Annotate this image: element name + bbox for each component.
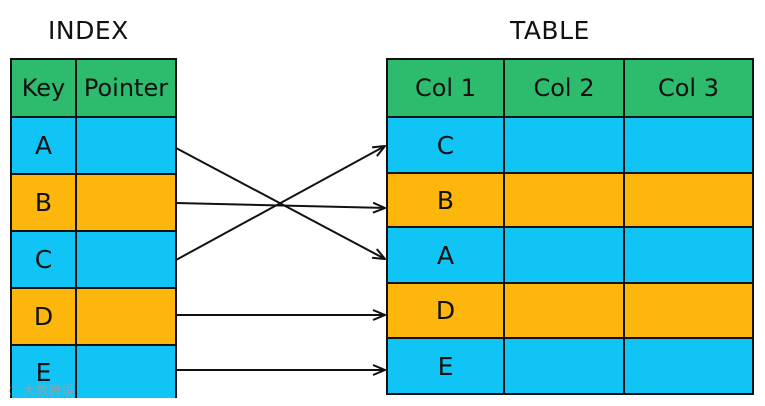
table-cell-empty — [625, 284, 752, 337]
table-row-4: D — [388, 284, 752, 339]
index-title: INDEX — [48, 16, 129, 45]
table-cell-value: A — [388, 228, 505, 282]
table-cell-empty — [505, 118, 625, 172]
table-cell-value: D — [388, 284, 505, 337]
index-row-e: E — [12, 346, 175, 398]
table-header-col3: Col 3 — [657, 74, 719, 102]
table-cell-empty — [505, 228, 625, 282]
index-row-d: D — [12, 289, 175, 346]
index-key: D — [12, 289, 77, 344]
table-title: TABLE — [510, 16, 590, 45]
table-row-5: E — [388, 339, 752, 393]
index-row-a: A — [12, 118, 175, 175]
table-cell-empty — [505, 284, 625, 337]
index-header-pointer: Pointer — [83, 74, 169, 102]
index-pointer-cell — [77, 346, 175, 398]
table-cell-value: E — [388, 339, 505, 393]
pointer-arrow-b — [175, 203, 385, 208]
table-header-col2: Col 2 — [505, 60, 625, 116]
index-row-c: C — [12, 232, 175, 289]
index-pointer-cell — [77, 289, 175, 344]
watermark: ◌ 大数跨境 — [8, 380, 75, 400]
index-grid: Key Pointer A B C D E — [10, 58, 177, 398]
table-grid: Col 1 Col 2 Col 3 C B A D E — [386, 58, 754, 395]
table-cell-empty — [625, 118, 752, 172]
watermark-text: 大数跨境 — [22, 384, 75, 399]
table-cell-empty — [625, 228, 752, 282]
index-row-b: B — [12, 175, 175, 232]
table-row-3: A — [388, 228, 752, 284]
index-header-row: Key Pointer — [12, 60, 175, 118]
index-header-key: Key — [12, 60, 77, 116]
table-row-2: B — [388, 174, 752, 228]
table-cell-empty — [625, 174, 752, 226]
logo-icon: ◌ — [8, 382, 19, 397]
index-pointer-cell — [77, 175, 175, 230]
table-cell-value: C — [388, 118, 505, 172]
index-pointer-cell — [77, 232, 175, 287]
table-row-1: C — [388, 118, 752, 174]
index-key: E — [12, 346, 77, 398]
table-cell-value: B — [388, 174, 505, 226]
table-cell-empty — [505, 339, 625, 393]
table-cell-empty — [505, 174, 625, 226]
index-pointer-cell — [77, 118, 175, 173]
table-header-row: Col 1 Col 2 Col 3 — [388, 60, 752, 118]
index-key: A — [12, 118, 77, 173]
table-cell-empty — [625, 339, 752, 393]
table-header-col1: Col 1 — [388, 60, 505, 116]
pointer-arrow-c — [175, 146, 385, 261]
index-key: C — [12, 232, 77, 287]
index-key: B — [12, 175, 77, 230]
pointer-arrow-a — [175, 147, 385, 259]
